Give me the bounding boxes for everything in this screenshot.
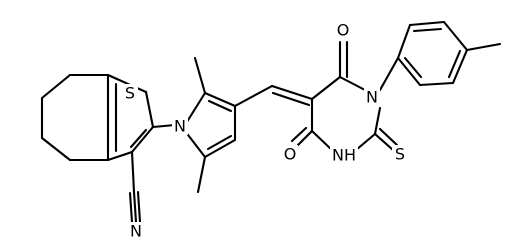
nitrile-group: [128, 150, 142, 224]
carbonyl-bond: [296, 129, 314, 147]
atom-label-n-imide: N: [364, 88, 380, 107]
atom-label-n-nitrile: N: [128, 222, 144, 241]
bond: [373, 106, 382, 136]
atom-label-n-pyrrole: N: [172, 117, 188, 136]
bond: [310, 129, 335, 153]
svg-text:N: N: [366, 88, 378, 107]
atom-label-nh: NH: [330, 146, 358, 165]
bond: [203, 91, 237, 108]
exocyclic-double-bond-inner: [271, 91, 311, 107]
svg-text:O: O: [337, 21, 350, 40]
bond: [378, 56, 400, 92]
tolyl-ring: [396, 20, 469, 87]
bond: [203, 138, 237, 159]
carbonyl-bond: [290, 126, 308, 143]
triple-bond-left: [128, 191, 134, 224]
double-bond-inner: [129, 128, 148, 149]
bond: [442, 20, 469, 52]
bond: [151, 123, 177, 129]
methyl-bond: [465, 42, 502, 52]
bond: [396, 23, 412, 60]
atom-label-o-top: O: [335, 21, 351, 40]
bond: [183, 91, 207, 127]
bond: [396, 56, 422, 87]
triple-bond-right: [136, 190, 142, 224]
atom-label-o-bottom: O: [282, 145, 298, 164]
double-bond-inner: [447, 49, 462, 79]
svg-text:N: N: [130, 222, 142, 241]
bond: [130, 150, 136, 194]
svg-text:N: N: [174, 117, 186, 136]
bond: [40, 136, 72, 162]
bond: [338, 75, 367, 92]
bond: [408, 20, 446, 27]
bond: [106, 150, 134, 162]
bond: [310, 75, 342, 101]
svg-text:S: S: [395, 145, 405, 164]
bond: [183, 129, 207, 159]
bond: [130, 125, 155, 154]
bond: [106, 73, 148, 94]
pyrimidine-ring: [310, 75, 382, 153]
triple-bond-center: [132, 190, 138, 224]
double-bond-inner: [206, 134, 233, 151]
atom-label-s-thione: S: [392, 145, 408, 164]
methyl-bond: [193, 56, 207, 95]
svg-text:S: S: [125, 84, 135, 103]
thione-bond: [373, 132, 395, 152]
bond: [354, 132, 377, 152]
thiophene-ring: [106, 73, 155, 162]
svg-text:NH: NH: [332, 146, 356, 165]
double-bond-inner: [412, 27, 443, 33]
bond: [233, 84, 274, 108]
pyrrole-ring: [183, 91, 237, 159]
bond: [40, 73, 72, 100]
exocyclic-double-bond: [270, 84, 314, 101]
bond: [144, 90, 155, 129]
bond: [418, 81, 455, 87]
bond: [451, 48, 469, 85]
cyclohexane-ring: [40, 73, 110, 162]
svg-text:O: O: [284, 145, 297, 164]
double-bond-inner: [403, 56, 423, 79]
atom-label-s-thiophene: S: [122, 84, 138, 103]
double-bond-inner: [207, 99, 233, 113]
methyl-bond: [196, 155, 207, 194]
thione-bond: [378, 127, 399, 147]
